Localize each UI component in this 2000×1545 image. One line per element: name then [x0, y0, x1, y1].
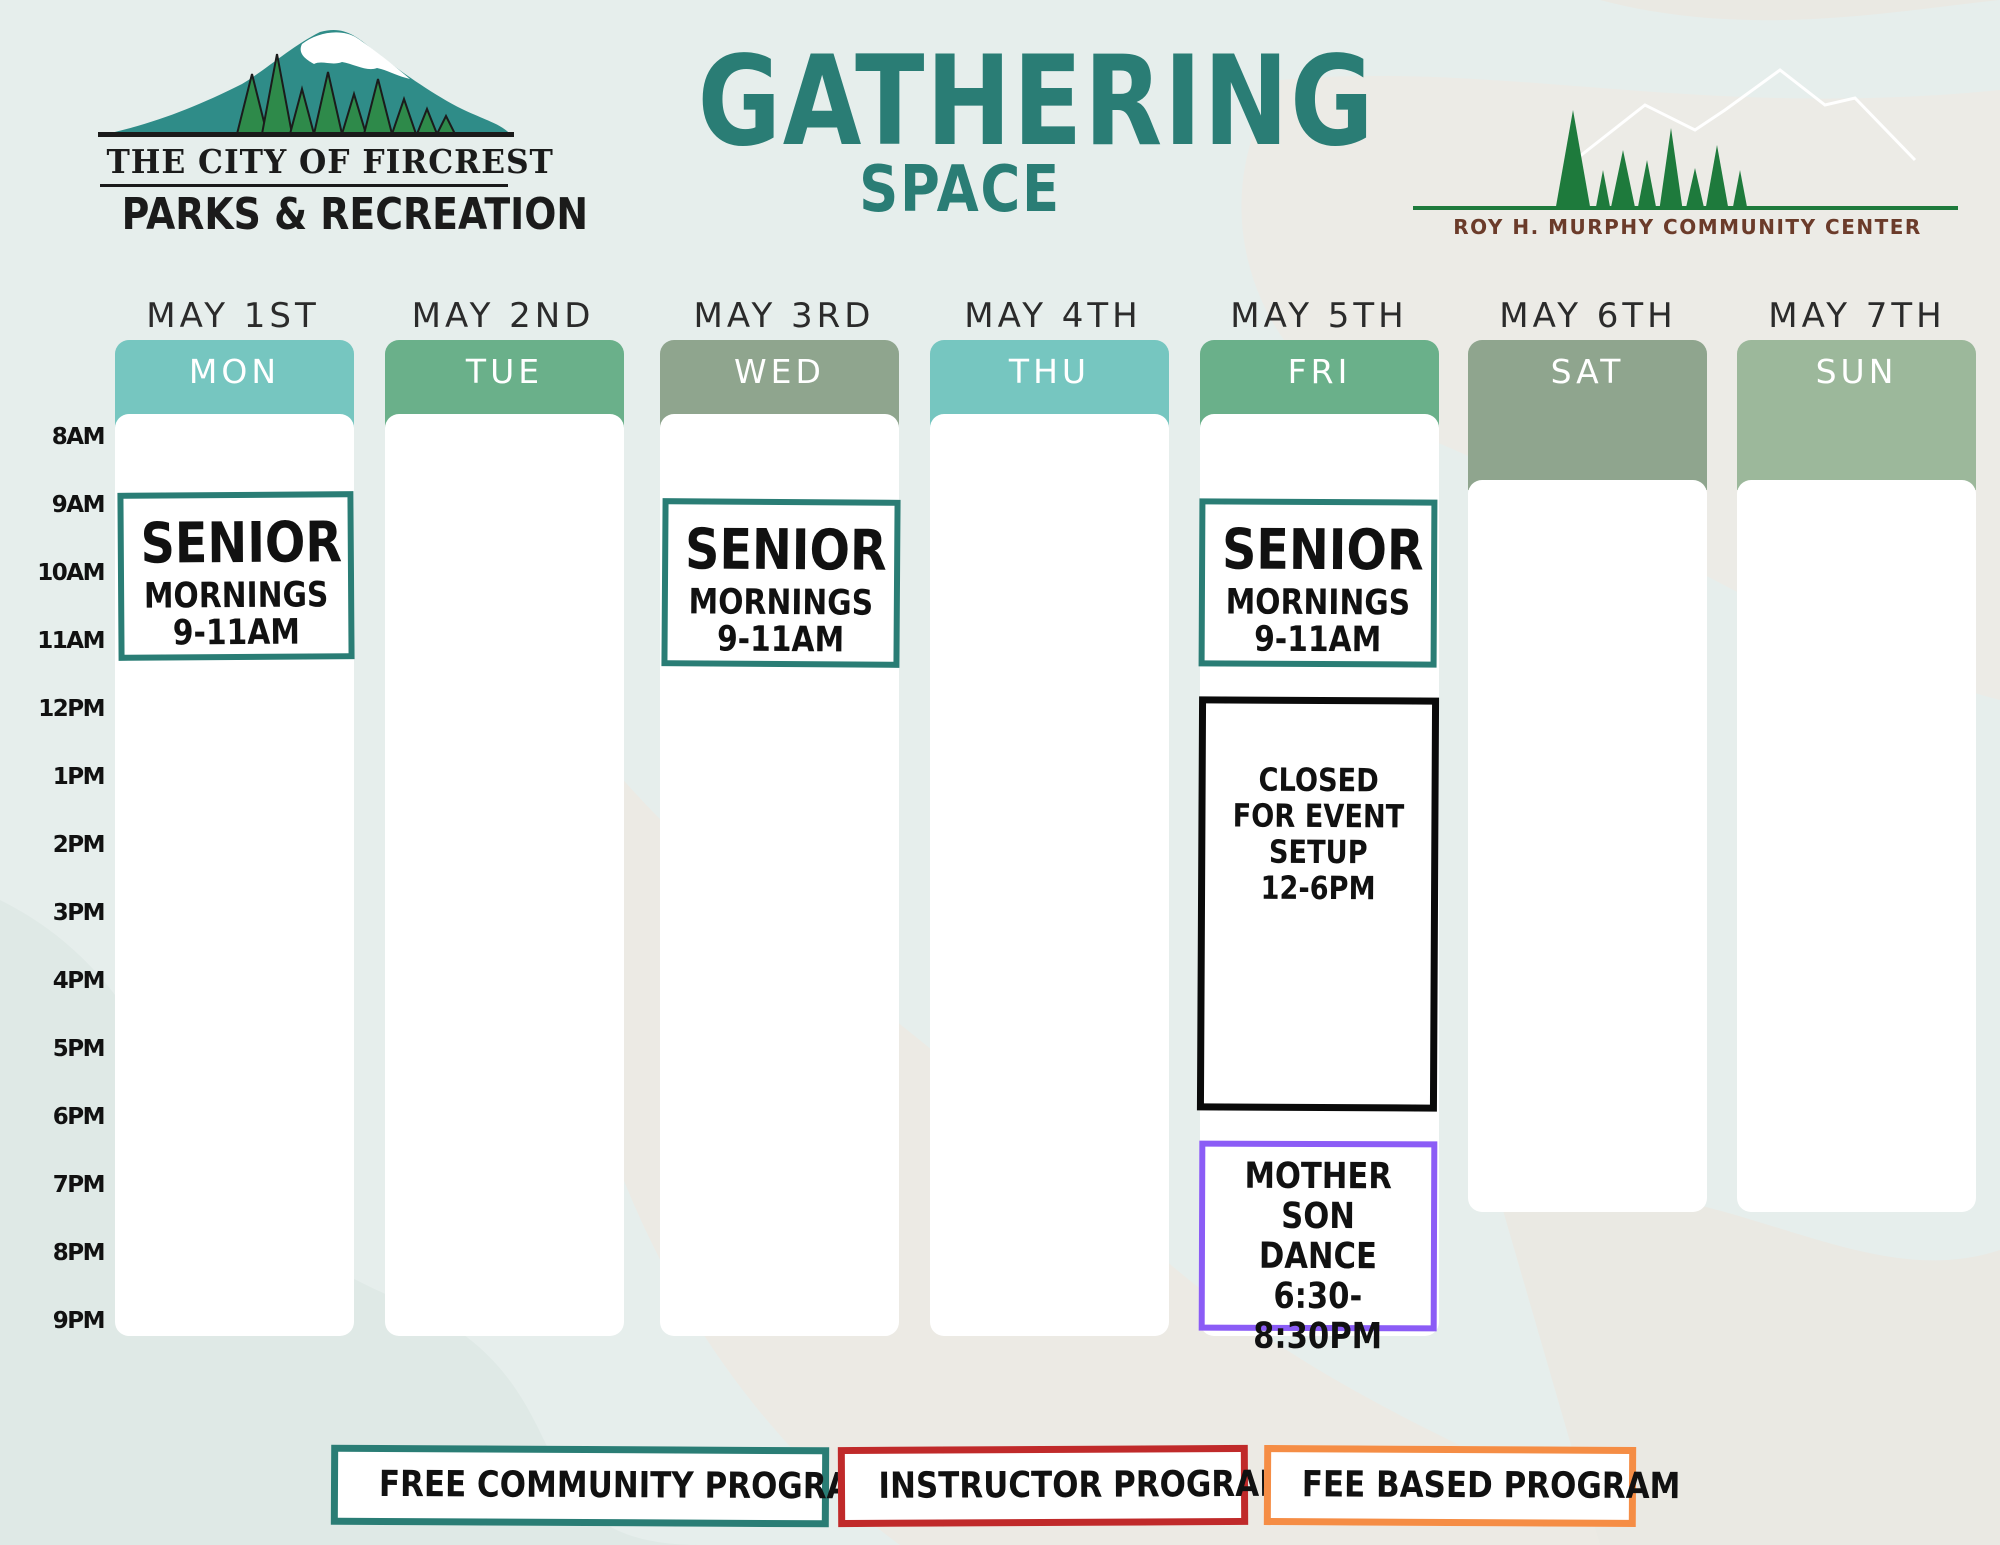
legend-label: INSTRUCTOR PROGRAM — [878, 1463, 1291, 1507]
day-name: THU — [1008, 352, 1091, 391]
event-time: 9-11AM — [1254, 619, 1382, 661]
mountain-icon — [98, 29, 514, 137]
event-line: FOR EVENT — [1232, 796, 1405, 836]
city-logo: THE CITY OF FIRCREST PARKS & RECREATION — [92, 24, 589, 244]
day-name: FRI — [1287, 352, 1352, 391]
time-label: 7PM — [52, 1172, 106, 1198]
event-time: 9-11AM — [172, 612, 301, 654]
legend-fee-based-program: FEE BASED PROGRAM — [1263, 1445, 1681, 1527]
time-label: 10AM — [37, 560, 105, 586]
time-label: 4PM — [52, 968, 106, 994]
community-center-name: ROY H. MURPHY COMMUNITY CENTER — [1453, 215, 1922, 239]
time-label: 3PM — [52, 900, 106, 926]
date-label-sun: MAY 7TH — [1768, 296, 1946, 336]
time-label: 9PM — [52, 1308, 106, 1334]
community-center-logo: ROY H. MURPHY COMMUNITY CENTER — [1405, 60, 1970, 250]
time-label: 2PM — [52, 832, 106, 858]
day-name: TUE — [465, 352, 544, 391]
event-senior-mornings-wed[interactable]: SENIOR MORNINGS 9-11AM — [661, 498, 901, 668]
day-slot-area — [1468, 480, 1707, 1212]
event-title: SENIOR — [684, 517, 887, 584]
time-label: 8PM — [52, 1240, 106, 1266]
event-closed-setup-fri[interactable]: CLOSED FOR EVENT SETUP 12-6PM — [1196, 696, 1440, 1112]
day-tab: SUN — [1737, 340, 1976, 490]
date-label-tue: MAY 2ND — [411, 296, 595, 336]
event-title: SENIOR — [1221, 517, 1424, 584]
date-label-thu: MAY 4TH — [964, 296, 1142, 336]
event-mother-son-dance-fri[interactable]: MOTHER SON DANCE 6:30-8:30PM — [1198, 1140, 1438, 1357]
time-label: 8AM — [51, 424, 106, 450]
event-subtitle: MORNINGS — [1225, 582, 1411, 624]
event-line: SON — [1281, 1195, 1355, 1238]
page-subtitle: SPACE — [859, 153, 1061, 227]
date-label-sat: MAY 6TH — [1499, 296, 1677, 336]
page-title: GATHERING — [697, 30, 1376, 174]
time-label: 11AM — [37, 628, 105, 654]
time-label: 5PM — [52, 1036, 106, 1062]
time-label: 12PM — [38, 696, 105, 722]
legend-free-community-program: FREE COMMUNITY PROGRAM — [330, 1444, 881, 1528]
day-tab: SAT — [1468, 340, 1707, 490]
event-subtitle: MORNINGS — [143, 575, 329, 617]
time-label: 9AM — [51, 492, 106, 518]
event-subtitle: MORNINGS — [688, 582, 874, 624]
day-name: MON — [188, 352, 281, 391]
logo-department-name: PARKS & RECREATION — [121, 189, 589, 240]
time-label: 6PM — [52, 1104, 106, 1130]
event-senior-mornings-mon[interactable]: SENIOR MORNINGS 9-11AM — [117, 491, 355, 661]
logo-divider — [100, 184, 508, 187]
event-title: SENIOR — [140, 510, 343, 577]
time-label: 1PM — [52, 764, 106, 790]
date-label-wed: MAY 3RD — [693, 296, 875, 336]
trees-icon — [1413, 68, 1958, 210]
legend-label: FREE COMMUNITY PROGRAM — [378, 1463, 882, 1508]
event-line: CLOSED — [1258, 760, 1379, 800]
legend-label: FEE BASED PROGRAM — [1301, 1464, 1681, 1508]
date-label-mon: MAY 1ST — [146, 296, 320, 336]
event-senior-mornings-fri[interactable]: SENIOR MORNINGS 9-11AM — [1198, 498, 1438, 668]
event-line: 12-6PM — [1260, 868, 1376, 908]
day-name: WED — [734, 352, 825, 391]
legend-instructor-program: INSTRUCTOR PROGRAM — [837, 1444, 1290, 1528]
day-slot-area — [385, 414, 624, 1336]
event-line: SETUP — [1268, 832, 1368, 872]
day-slot-area — [930, 414, 1169, 1336]
day-name: SUN — [1815, 352, 1898, 391]
event-line: MOTHER — [1244, 1155, 1392, 1198]
logo-city-name: THE CITY OF FIRCREST — [106, 142, 554, 181]
day-slot-area — [1737, 480, 1976, 1212]
date-label-fri: MAY 5TH — [1230, 296, 1408, 336]
event-line: 6:30-8:30PM — [1253, 1275, 1383, 1358]
event-time: 9-11AM — [716, 619, 845, 661]
day-name: SAT — [1550, 352, 1625, 391]
event-line: DANCE — [1258, 1235, 1378, 1278]
